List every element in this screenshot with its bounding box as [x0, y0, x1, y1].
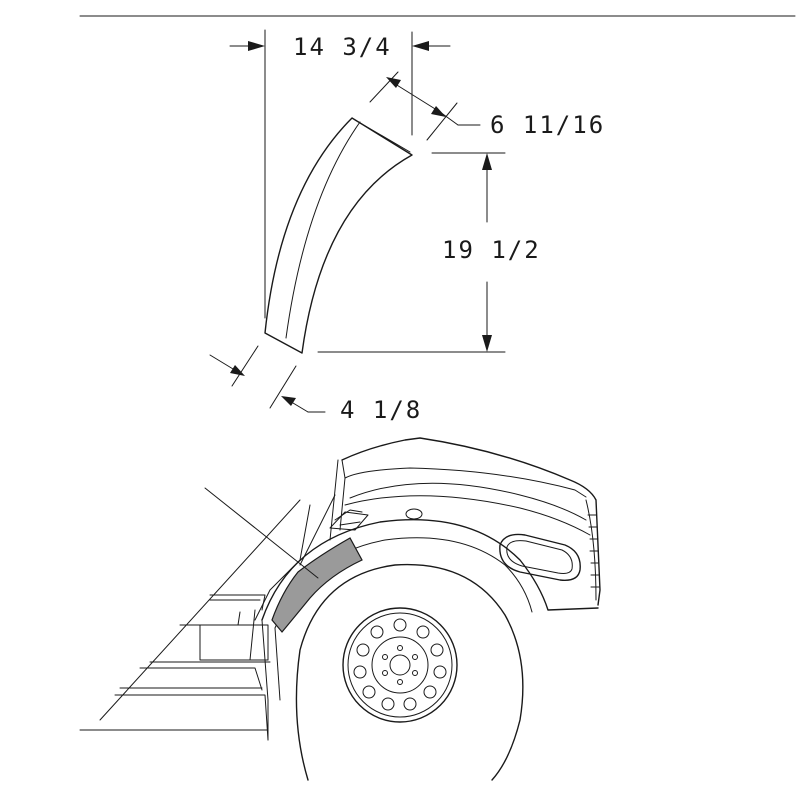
- dimension-label-width-top: 14 3/4: [293, 33, 392, 61]
- arrow-top-b: [431, 106, 446, 117]
- lug-nut: [412, 670, 418, 676]
- step-structure: [79, 594, 271, 741]
- part-top-edge: [354, 119, 411, 153]
- dim-line-diagonal: [391, 81, 441, 113]
- grille-edge: [585, 499, 597, 601]
- extension-line-bottom-b: [269, 365, 297, 409]
- lug-nut: [397, 645, 403, 651]
- rim-outer: [342, 607, 458, 723]
- arrow-height-bottom: [482, 335, 492, 352]
- extension-line-top-b: [426, 102, 458, 141]
- hood-top-outline: [341, 437, 601, 606]
- hood-crease-lower: [344, 495, 591, 536]
- a-pillar-line: [329, 459, 339, 541]
- leader-to-part: [204, 487, 319, 579]
- dimension-label-thickness-bottom: 4 1/8: [340, 396, 422, 424]
- lug-hole: [403, 697, 417, 711]
- lug-nut: [412, 654, 418, 660]
- arrow-right: [412, 41, 429, 51]
- wheel: [295, 563, 524, 781]
- arrow-bottom-a: [230, 365, 245, 376]
- dimension-thickness-bottom: 4 1/8: [209, 345, 422, 424]
- fender-extension-highlight: [271, 537, 363, 633]
- lug-nut: [382, 670, 388, 676]
- dimension-label-thickness-top: 6 11/16: [490, 111, 605, 139]
- lug-hole: [430, 643, 444, 657]
- tire-outer: [295, 563, 524, 781]
- dimension-label-height: 19 1/2: [442, 236, 541, 264]
- arrow-bottom-b: [281, 396, 296, 406]
- lug-nut: [382, 654, 388, 660]
- fender-lower-left-inner: [274, 627, 281, 701]
- a-pillar-line-2: [339, 477, 346, 531]
- lug-hole: [370, 625, 384, 639]
- lug-hole: [433, 665, 447, 679]
- extension-line-top-a: [369, 71, 399, 103]
- part-detail: [264, 117, 413, 354]
- lug-hole: [362, 685, 376, 699]
- headlight-inner: [506, 540, 573, 574]
- lug-hole: [381, 697, 395, 711]
- truck-fender-view: [79, 437, 601, 781]
- arrow-top-a: [386, 77, 401, 88]
- hood-crease: [349, 482, 587, 521]
- mirror-bracket: [329, 509, 369, 531]
- lug-hole: [353, 665, 367, 679]
- grille: [585, 499, 600, 601]
- hood-oval: [405, 508, 423, 520]
- headlight: [499, 533, 581, 581]
- hub-ring: [371, 636, 429, 694]
- arrow-height-top: [482, 153, 492, 170]
- part-outline: [264, 117, 413, 354]
- lug-hole: [393, 618, 407, 632]
- cab-side-diagonal: [99, 499, 301, 721]
- leader-thickness-top: [439, 111, 459, 126]
- lug-hole: [356, 643, 370, 657]
- dimension-thickness-top: 6 11/16: [369, 71, 605, 141]
- hub-center: [389, 654, 411, 676]
- hood-front-curve: [341, 459, 587, 498]
- extension-line-bottom-a: [231, 345, 259, 387]
- lug-nut: [397, 679, 403, 685]
- cab-side-diagonal-3: [299, 494, 336, 566]
- rim-inner: [347, 612, 453, 718]
- part-inner-edge: [285, 121, 361, 339]
- headlight-outer: [499, 533, 581, 581]
- dimension-width-top: 14 3/4: [229, 29, 451, 319]
- dimension-height: 19 1/2: [317, 152, 541, 353]
- lug-hole: [416, 625, 430, 639]
- arrow-left: [248, 41, 265, 51]
- fender-lower-left: [261, 619, 269, 741]
- lug-hole: [423, 685, 437, 699]
